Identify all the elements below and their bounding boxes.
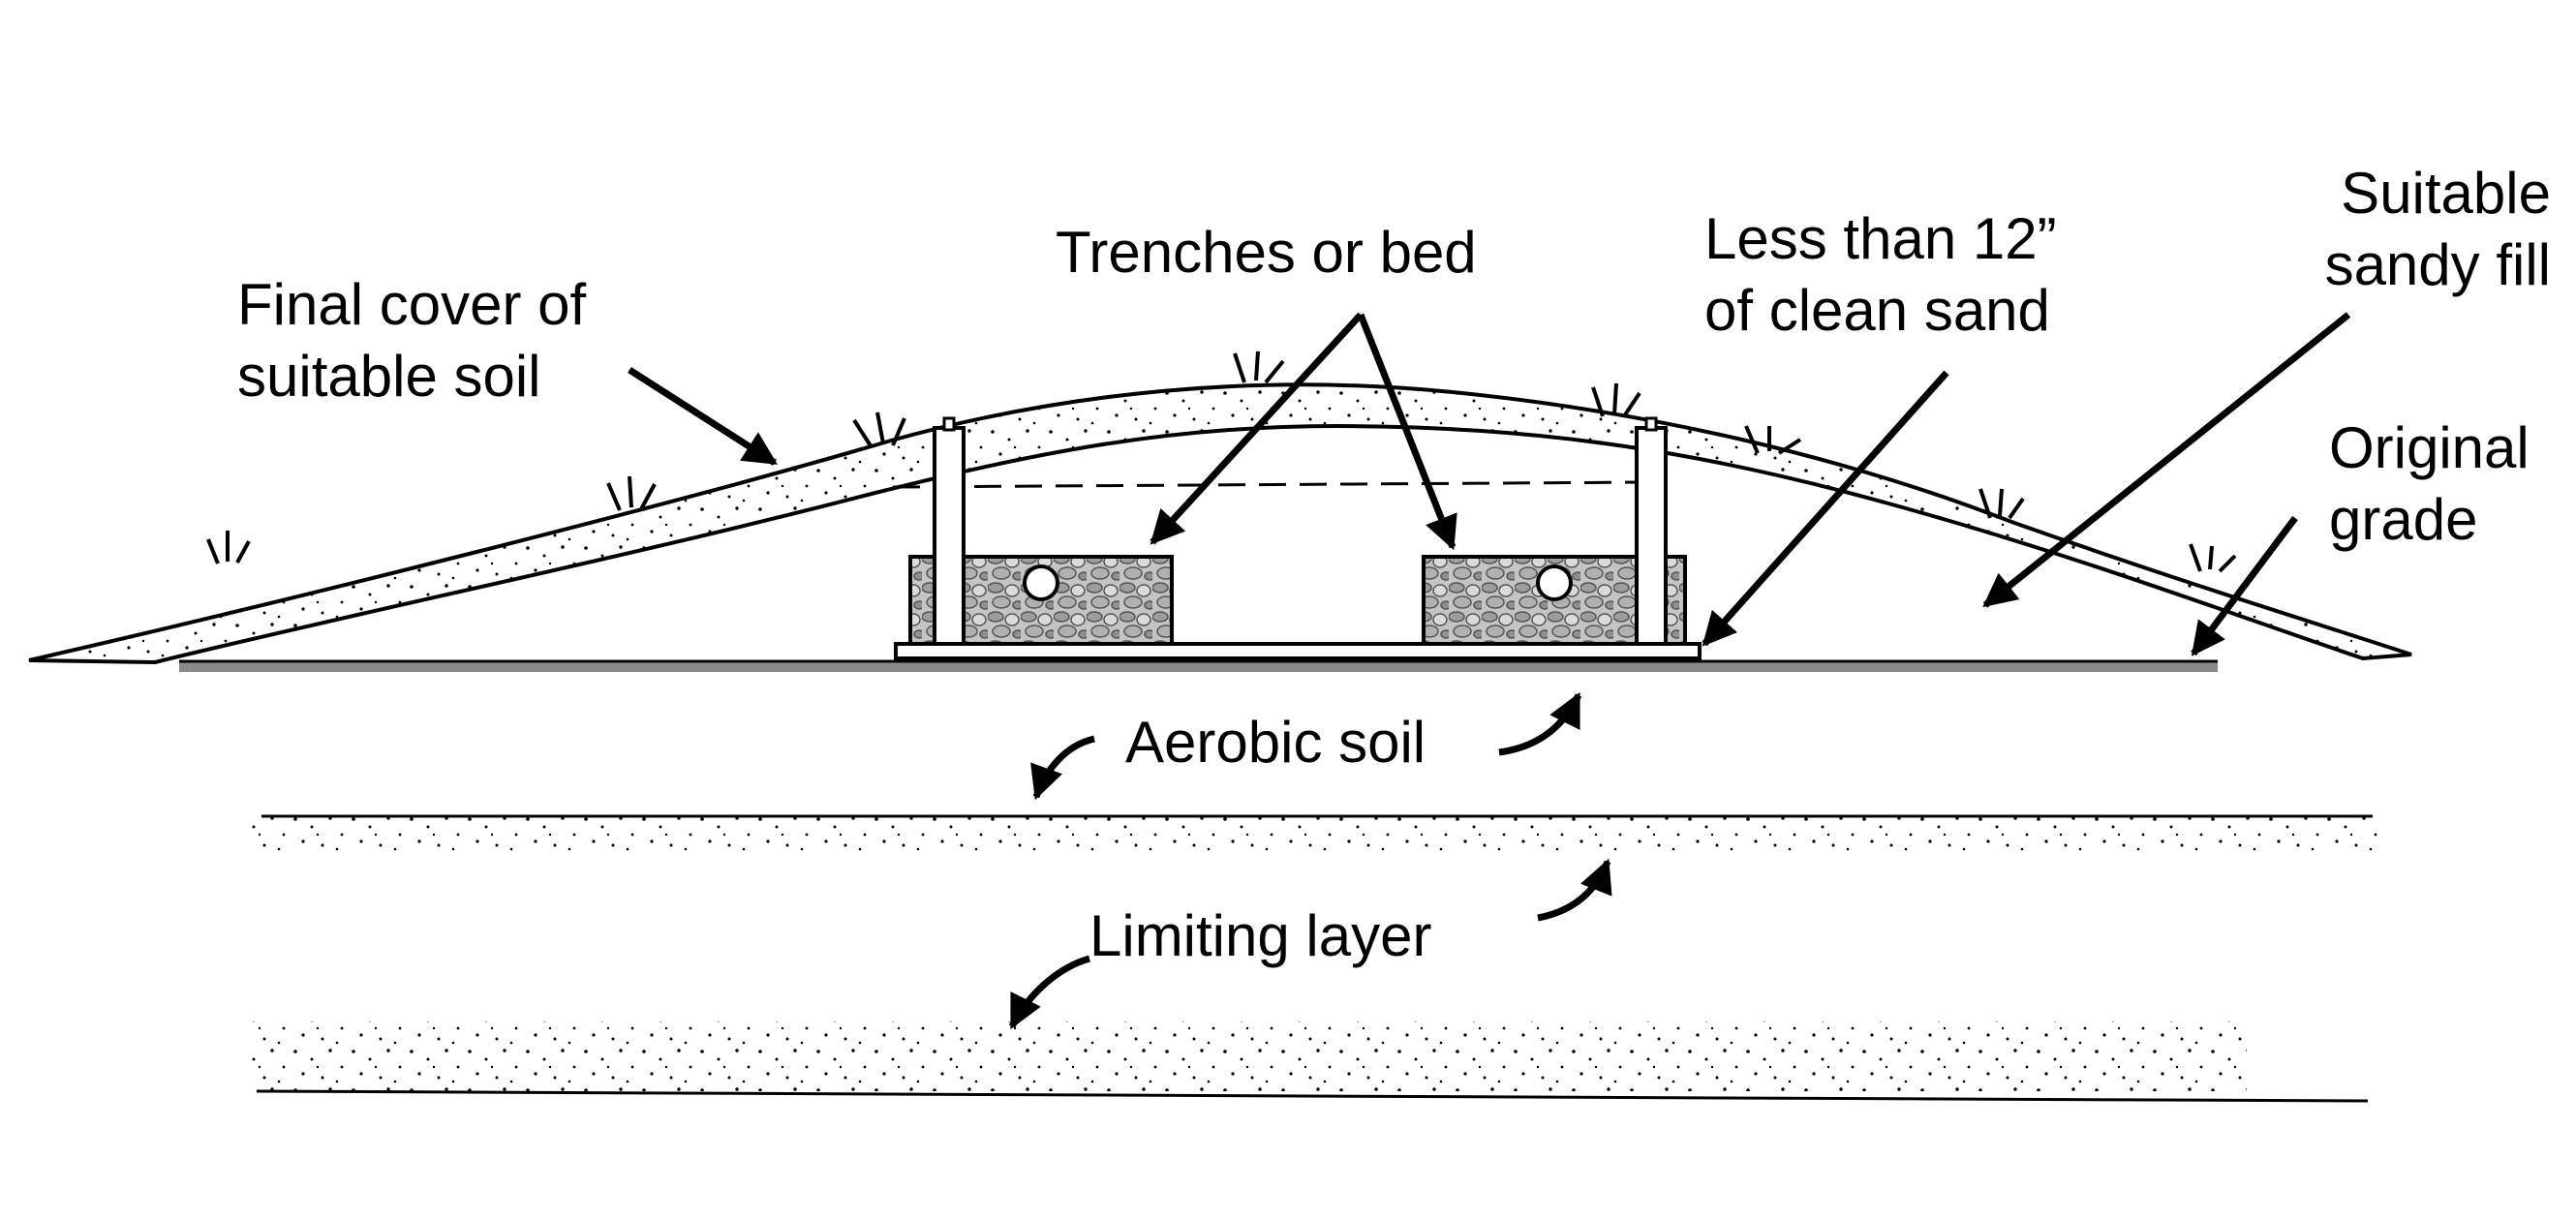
label-line: sandy fill: [2324, 232, 2551, 297]
arrow-icon: [1982, 312, 2351, 608]
arrow-icon: [1030, 735, 1095, 801]
limiting-layer-lower: [252, 1021, 2369, 1103]
pipe-icon: [1023, 564, 1059, 601]
arrow-icon: [1150, 312, 1364, 545]
pipe-icon: [1536, 564, 1573, 601]
original-grade-surface: [179, 659, 2218, 672]
grass-tuft-icon: [1591, 382, 1641, 418]
label-suitable-sandy-fill: Suitable sandy fill: [2325, 158, 2551, 301]
limiting-layer-upper: [247, 814, 2377, 853]
label-trenches-or-bed: Trenches or bed: [1056, 217, 1477, 289]
grass-tuft-icon: [206, 531, 251, 564]
arrow-icon: [1357, 313, 1457, 551]
arrow-icon: [1537, 858, 1612, 922]
label-less-than-12: Less than 12” of clean sand: [1704, 203, 2057, 347]
observation-tube-right: [1635, 416, 1668, 646]
label-line: Final cover of: [237, 272, 587, 337]
label-aerobic-soil: Aerobic soil: [1125, 707, 1426, 778]
grass-tuft-icon: [2189, 543, 2237, 573]
grass-tuft-icon: [1978, 488, 2025, 520]
label-limiting-layer: Limiting layer: [1089, 900, 1431, 972]
arrow-icon: [1498, 691, 1582, 756]
label-line: Suitable: [2341, 161, 2551, 226]
arrow-icon: [1702, 370, 1949, 647]
arrow-icon: [628, 367, 778, 466]
final-cover-soil-band: [28, 382, 2412, 665]
label-line: of clean sand: [1704, 278, 2050, 343]
grass-tuft-icon: [1233, 350, 1285, 384]
label-line: Aerobic soil: [1125, 710, 1426, 775]
label-line: Trenches or bed: [1056, 220, 1477, 285]
grass-tuft-icon: [606, 475, 657, 511]
label-final-cover: Final cover of suitable soil: [237, 269, 586, 412]
clean-sand-slab: [894, 642, 1702, 660]
grass-tuft-icon: [1744, 425, 1802, 455]
observation-tube-left: [933, 416, 966, 646]
sand-top-dashed-line: [892, 480, 1652, 489]
label-original-grade: Original grade: [2329, 412, 2530, 556]
label-line: grade: [2329, 487, 2478, 552]
label-line: Limiting layer: [1089, 903, 1432, 968]
grass-tuft-icon: [852, 411, 906, 449]
label-line: Original: [2329, 415, 2530, 480]
arrow-icon: [1008, 955, 1091, 1030]
arrow-icon: [2191, 515, 2298, 656]
label-line: Less than 12”: [1704, 206, 2057, 271]
label-line: suitable soil: [237, 344, 541, 409]
